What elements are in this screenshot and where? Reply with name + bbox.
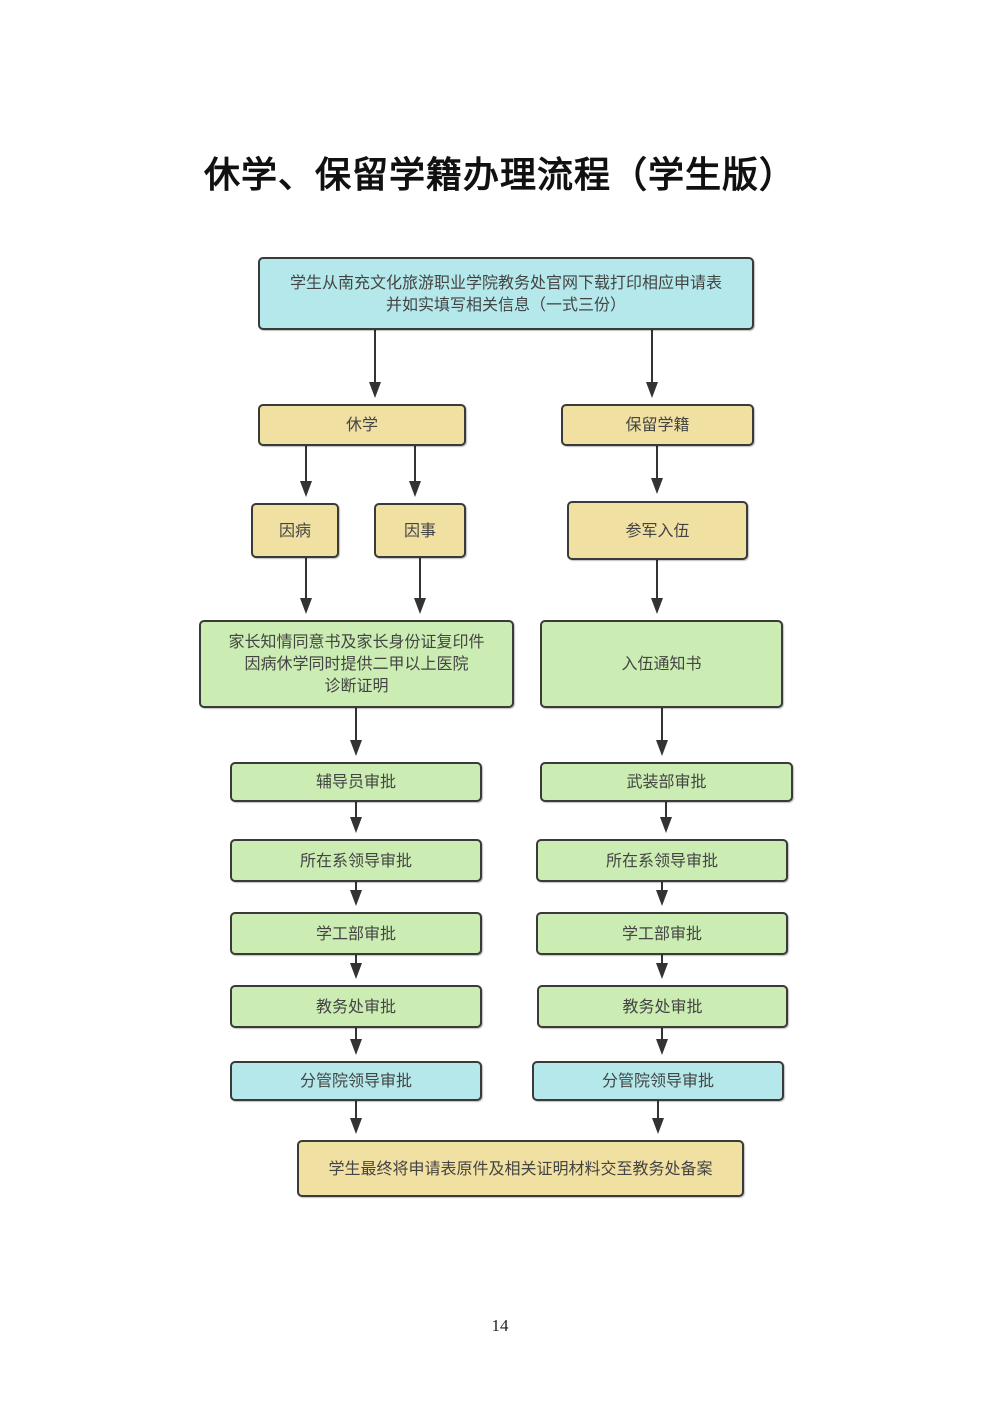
suspension-node: 休学 <box>258 404 466 446</box>
arrow-susp-sa-to-academic-head <box>350 963 362 979</box>
suspension-approval-department: 所在系领导审批 <box>230 839 482 882</box>
document-title: 休学、保留学籍办理流程（学生版） <box>203 154 796 196</box>
arrow-ret-vp-to-final-head <box>652 1118 664 1134</box>
arrow-ret-notice-to-armed-head <box>656 740 668 756</box>
arrow-personal-to-materials-head <box>414 598 426 614</box>
final-node: 学生最终将申请表原件及相关证明材料交至教务处备案 <box>297 1140 744 1197</box>
arrow-suspension-to-illness-head <box>300 481 312 497</box>
arrow-suspension-to-personal-head <box>409 481 421 497</box>
suspension-approval-counselor: 辅导员审批 <box>230 762 482 802</box>
reason-military-node: 参军入伍 <box>567 501 748 560</box>
arrow-ret-sa-to-academic-head <box>656 963 668 979</box>
suspension-approval-academic-affairs: 教务处审批 <box>230 985 482 1028</box>
start-node: 学生从南充文化旅游职业学院教务处官网下载打印相应申请表 并如实填写相关信息（一式… <box>258 257 754 330</box>
retention-approval-department: 所在系领导审批 <box>536 839 788 882</box>
retention-materials-node: 入伍通知书 <box>540 620 783 708</box>
arrow-retention-to-military-head <box>651 478 663 494</box>
arrow-susp-counselor-to-dept-head <box>350 817 362 833</box>
arrow-susp-dept-to-student-affairs-head <box>350 890 362 906</box>
arrow-start-to-suspension-head <box>369 382 381 398</box>
arrow-military-to-notice-head <box>651 598 663 614</box>
arrow-susp-materials-to-counselor-head <box>350 740 362 756</box>
retention-approval-student-affairs: 学工部审批 <box>536 912 788 955</box>
retention-node: 保留学籍 <box>561 404 754 446</box>
retention-approval-vice-president: 分管院领导审批 <box>532 1061 784 1101</box>
arrow-illness-to-materials-head <box>300 598 312 614</box>
reason-personal-node: 因事 <box>374 503 466 558</box>
arrow-ret-armed-to-dept-head <box>660 817 672 833</box>
retention-approval-armed-forces: 武装部审批 <box>540 762 793 802</box>
arrow-start-to-retention-head <box>646 382 658 398</box>
suspension-approval-vice-president: 分管院领导审批 <box>230 1061 482 1101</box>
suspension-approval-student-affairs: 学工部审批 <box>230 912 482 955</box>
arrow-susp-vp-to-final-head <box>350 1118 362 1134</box>
arrow-susp-academic-to-vp-head <box>350 1039 362 1055</box>
retention-approval-academic-affairs: 教务处审批 <box>537 985 788 1028</box>
arrow-ret-dept-to-student-affairs-head <box>656 890 668 906</box>
reason-illness-node: 因病 <box>251 503 339 558</box>
suspension-materials-node: 家长知情同意书及家长身份证复印件 因病休学同时提供二甲以上医院 诊断证明 <box>199 620 514 708</box>
arrow-ret-academic-to-vp-head <box>656 1039 668 1055</box>
page-number: 14 <box>491 1316 509 1335</box>
